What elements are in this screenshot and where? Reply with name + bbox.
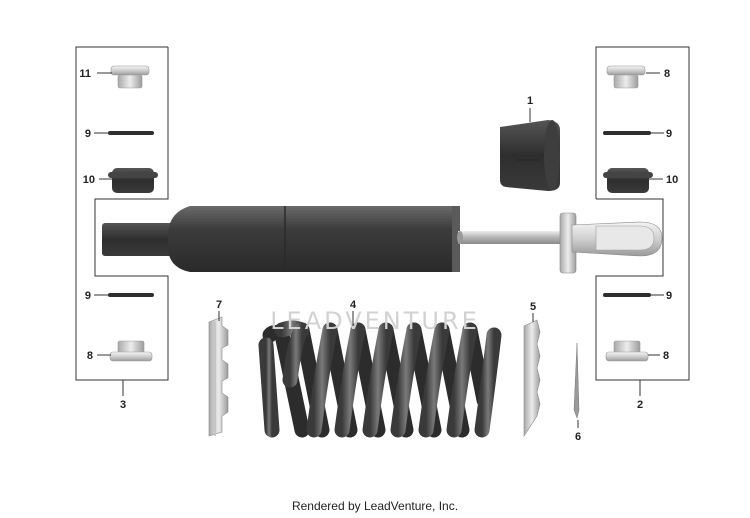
watermark: LEADVENTURE: [270, 307, 480, 335]
callout-7: 7: [216, 299, 222, 311]
callout-5: 5: [530, 301, 536, 313]
callout-9-right-top: 9: [666, 128, 672, 140]
callout-8-left-bottom: 8: [87, 350, 93, 362]
part-5-spring-seat: [523, 319, 541, 438]
callout-6: 6: [575, 431, 581, 443]
part-9-oring-left-bottom: [108, 293, 154, 297]
part-11-top-cap: [110, 65, 150, 89]
part-9-oring-right-top: [603, 131, 651, 135]
callout-9-left-bottom: 9: [85, 290, 91, 302]
part-9-oring-right-bottom: [603, 293, 651, 297]
part-8-spacer-left: [109, 340, 153, 362]
callout-9-left-top: 9: [85, 128, 91, 140]
shock-eye-end: [102, 223, 177, 256]
callout-2: 2: [637, 399, 643, 411]
callout-4: 4: [350, 299, 357, 311]
piston-rod: [457, 231, 568, 244]
part-10-bushing-right: [603, 168, 653, 193]
callout-11: 11: [79, 68, 91, 80]
part-1-bumper: [500, 120, 560, 191]
part-8-cap-right: [606, 65, 646, 89]
footer-credit: Rendered by LeadVenture, Inc.: [291, 499, 459, 513]
callout-8-right-bottom: 8: [663, 350, 669, 362]
part-9-oring-left-top: [108, 131, 154, 135]
left-group-frame: [75, 46, 169, 381]
part-10-bushing-left: [108, 168, 158, 193]
part-7-adjuster-nut: [208, 316, 229, 437]
svg-text:LEADVENTURE: LEADVENTURE: [270, 307, 480, 335]
rod-end: [559, 212, 663, 274]
part-6-clip: [573, 342, 580, 419]
callout-9-right-bottom: 9: [666, 290, 672, 302]
callout-3: 3: [120, 399, 126, 411]
callout-10-left: 10: [83, 174, 95, 186]
callout-10-right: 10: [666, 174, 678, 186]
leader-lines: [94, 72, 664, 428]
callout-1: 1: [527, 95, 533, 107]
part-8-spacer-right: [605, 340, 649, 362]
part-4-coil-spring: [258, 320, 502, 438]
shock-body: [168, 206, 460, 272]
right-group-frame: [595, 46, 690, 381]
callout-8-right-top: 8: [664, 68, 670, 80]
